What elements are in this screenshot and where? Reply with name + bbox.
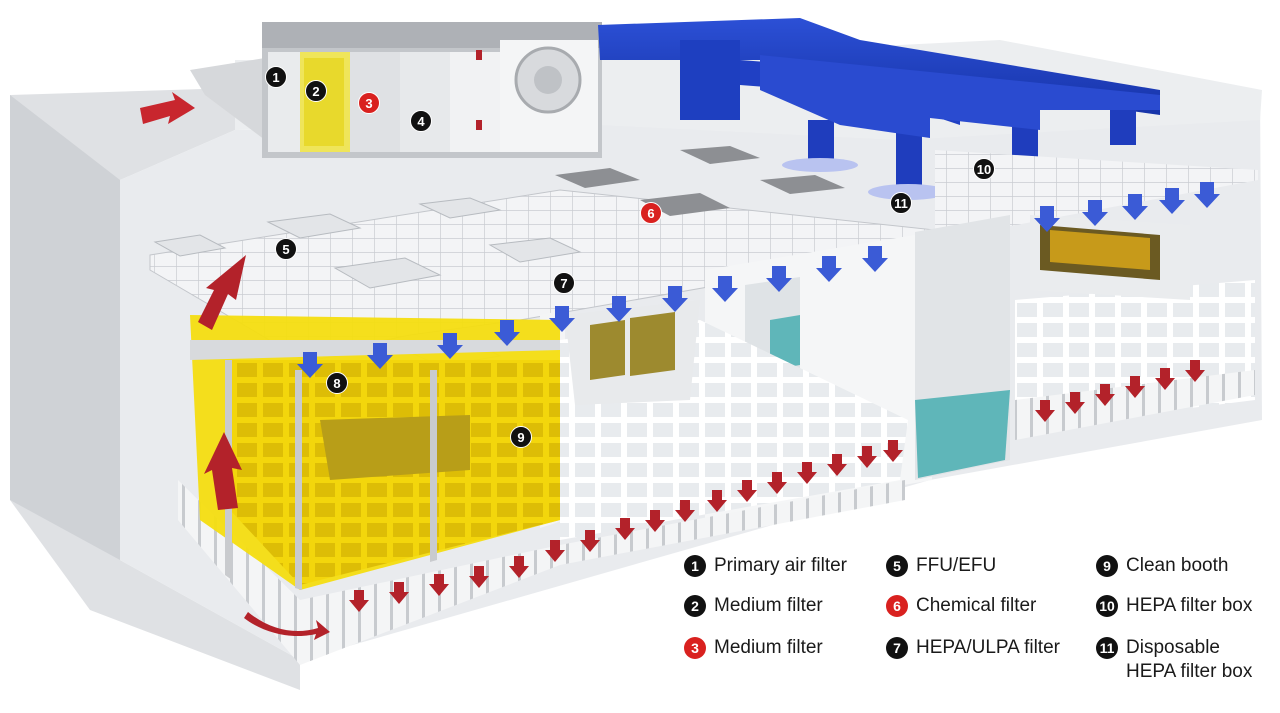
legend-item: 3 Medium filter <box>684 636 823 660</box>
legend-number: 7 <box>886 637 908 659</box>
legend-number: 6 <box>886 595 908 617</box>
legend-number: 5 <box>886 555 908 577</box>
legend-number: 3 <box>684 637 706 659</box>
legend-label: HEPA/ULPA filter <box>916 637 1060 658</box>
marker-8: 8 <box>326 372 348 394</box>
legend-number: 11 <box>1096 637 1118 659</box>
legend-label: Primary air filter <box>714 555 848 576</box>
marker-2: 2 <box>305 80 327 102</box>
legend-item: 11 Disposable HEPA filter box <box>1096 636 1252 684</box>
legend-label: Clean booth <box>1126 555 1229 576</box>
legend-item: 1 Primary air filter <box>684 554 847 578</box>
legend-item: 10 HEPA filter box <box>1096 594 1252 618</box>
marker-4: 4 <box>410 110 432 132</box>
marker-11: 11 <box>890 192 912 214</box>
marker-5: 5 <box>275 238 297 260</box>
marker-9: 9 <box>510 426 532 448</box>
legend-item: 2 Medium filter <box>684 594 823 618</box>
marker-6: 6 <box>640 202 662 224</box>
marker-7: 7 <box>553 272 575 294</box>
legend-item: 6 Chemical filter <box>886 594 1036 618</box>
legend-number: 9 <box>1096 555 1118 577</box>
marker-1: 1 <box>265 66 287 88</box>
legend-label: Medium filter <box>714 595 823 616</box>
legend-item: 5 FFU/EFU <box>886 554 996 578</box>
legend-number: 2 <box>684 595 706 617</box>
marker-10: 10 <box>973 158 995 180</box>
legend-item: 9 Clean booth <box>1096 554 1228 578</box>
legend-number: 10 <box>1096 595 1118 617</box>
legend-number: 1 <box>684 555 706 577</box>
marker-3: 3 <box>358 92 380 114</box>
legend-item: 7 HEPA/ULPA filter <box>886 636 1060 660</box>
legend-label: Chemical filter <box>916 595 1037 616</box>
legend-label: FFU/EFU <box>916 555 997 576</box>
legend-label: Disposable HEPA filter box <box>1126 637 1253 682</box>
legend-label: Medium filter <box>714 637 823 658</box>
legend-label: HEPA filter box <box>1126 595 1253 616</box>
